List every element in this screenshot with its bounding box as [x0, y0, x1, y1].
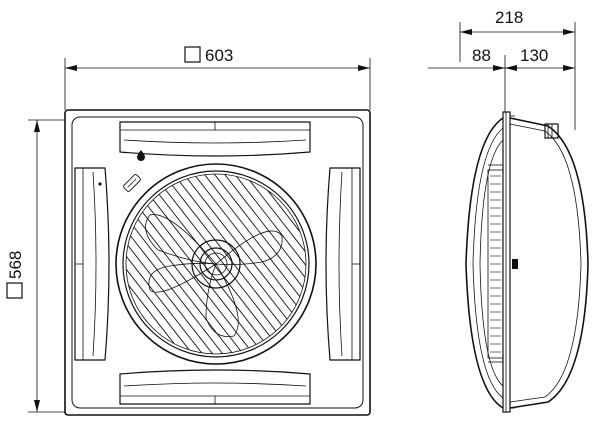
right-vent	[325, 167, 361, 361]
water-drop-icon	[137, 150, 145, 161]
label-tag	[123, 174, 141, 192]
inner-panel	[71, 116, 364, 409]
total-depth-dimension: 218	[459, 8, 576, 130]
split-depth-dimension: 88 130	[428, 46, 575, 112]
front-view: 603 568	[6, 46, 371, 416]
square-symbol-vertical	[6, 282, 23, 299]
front-depth-label: 88	[472, 46, 491, 65]
height-label: 568	[6, 251, 25, 279]
side-fastener	[512, 259, 518, 269]
side-grill-lines	[490, 175, 501, 353]
top-vent	[119, 121, 311, 157]
bottom-vent	[119, 369, 311, 405]
front-grill-dome	[465, 117, 518, 409]
total-depth-label: 218	[495, 8, 523, 27]
rear-housing	[509, 117, 589, 409]
height-dimension: 568	[6, 119, 65, 413]
side-view: 218 88 130	[428, 8, 589, 413]
width-dimension: 603	[64, 46, 371, 110]
rear-depth-label: 130	[520, 46, 548, 65]
left-vent	[74, 167, 110, 361]
square-symbol	[184, 46, 201, 63]
width-label: 603	[205, 46, 233, 65]
